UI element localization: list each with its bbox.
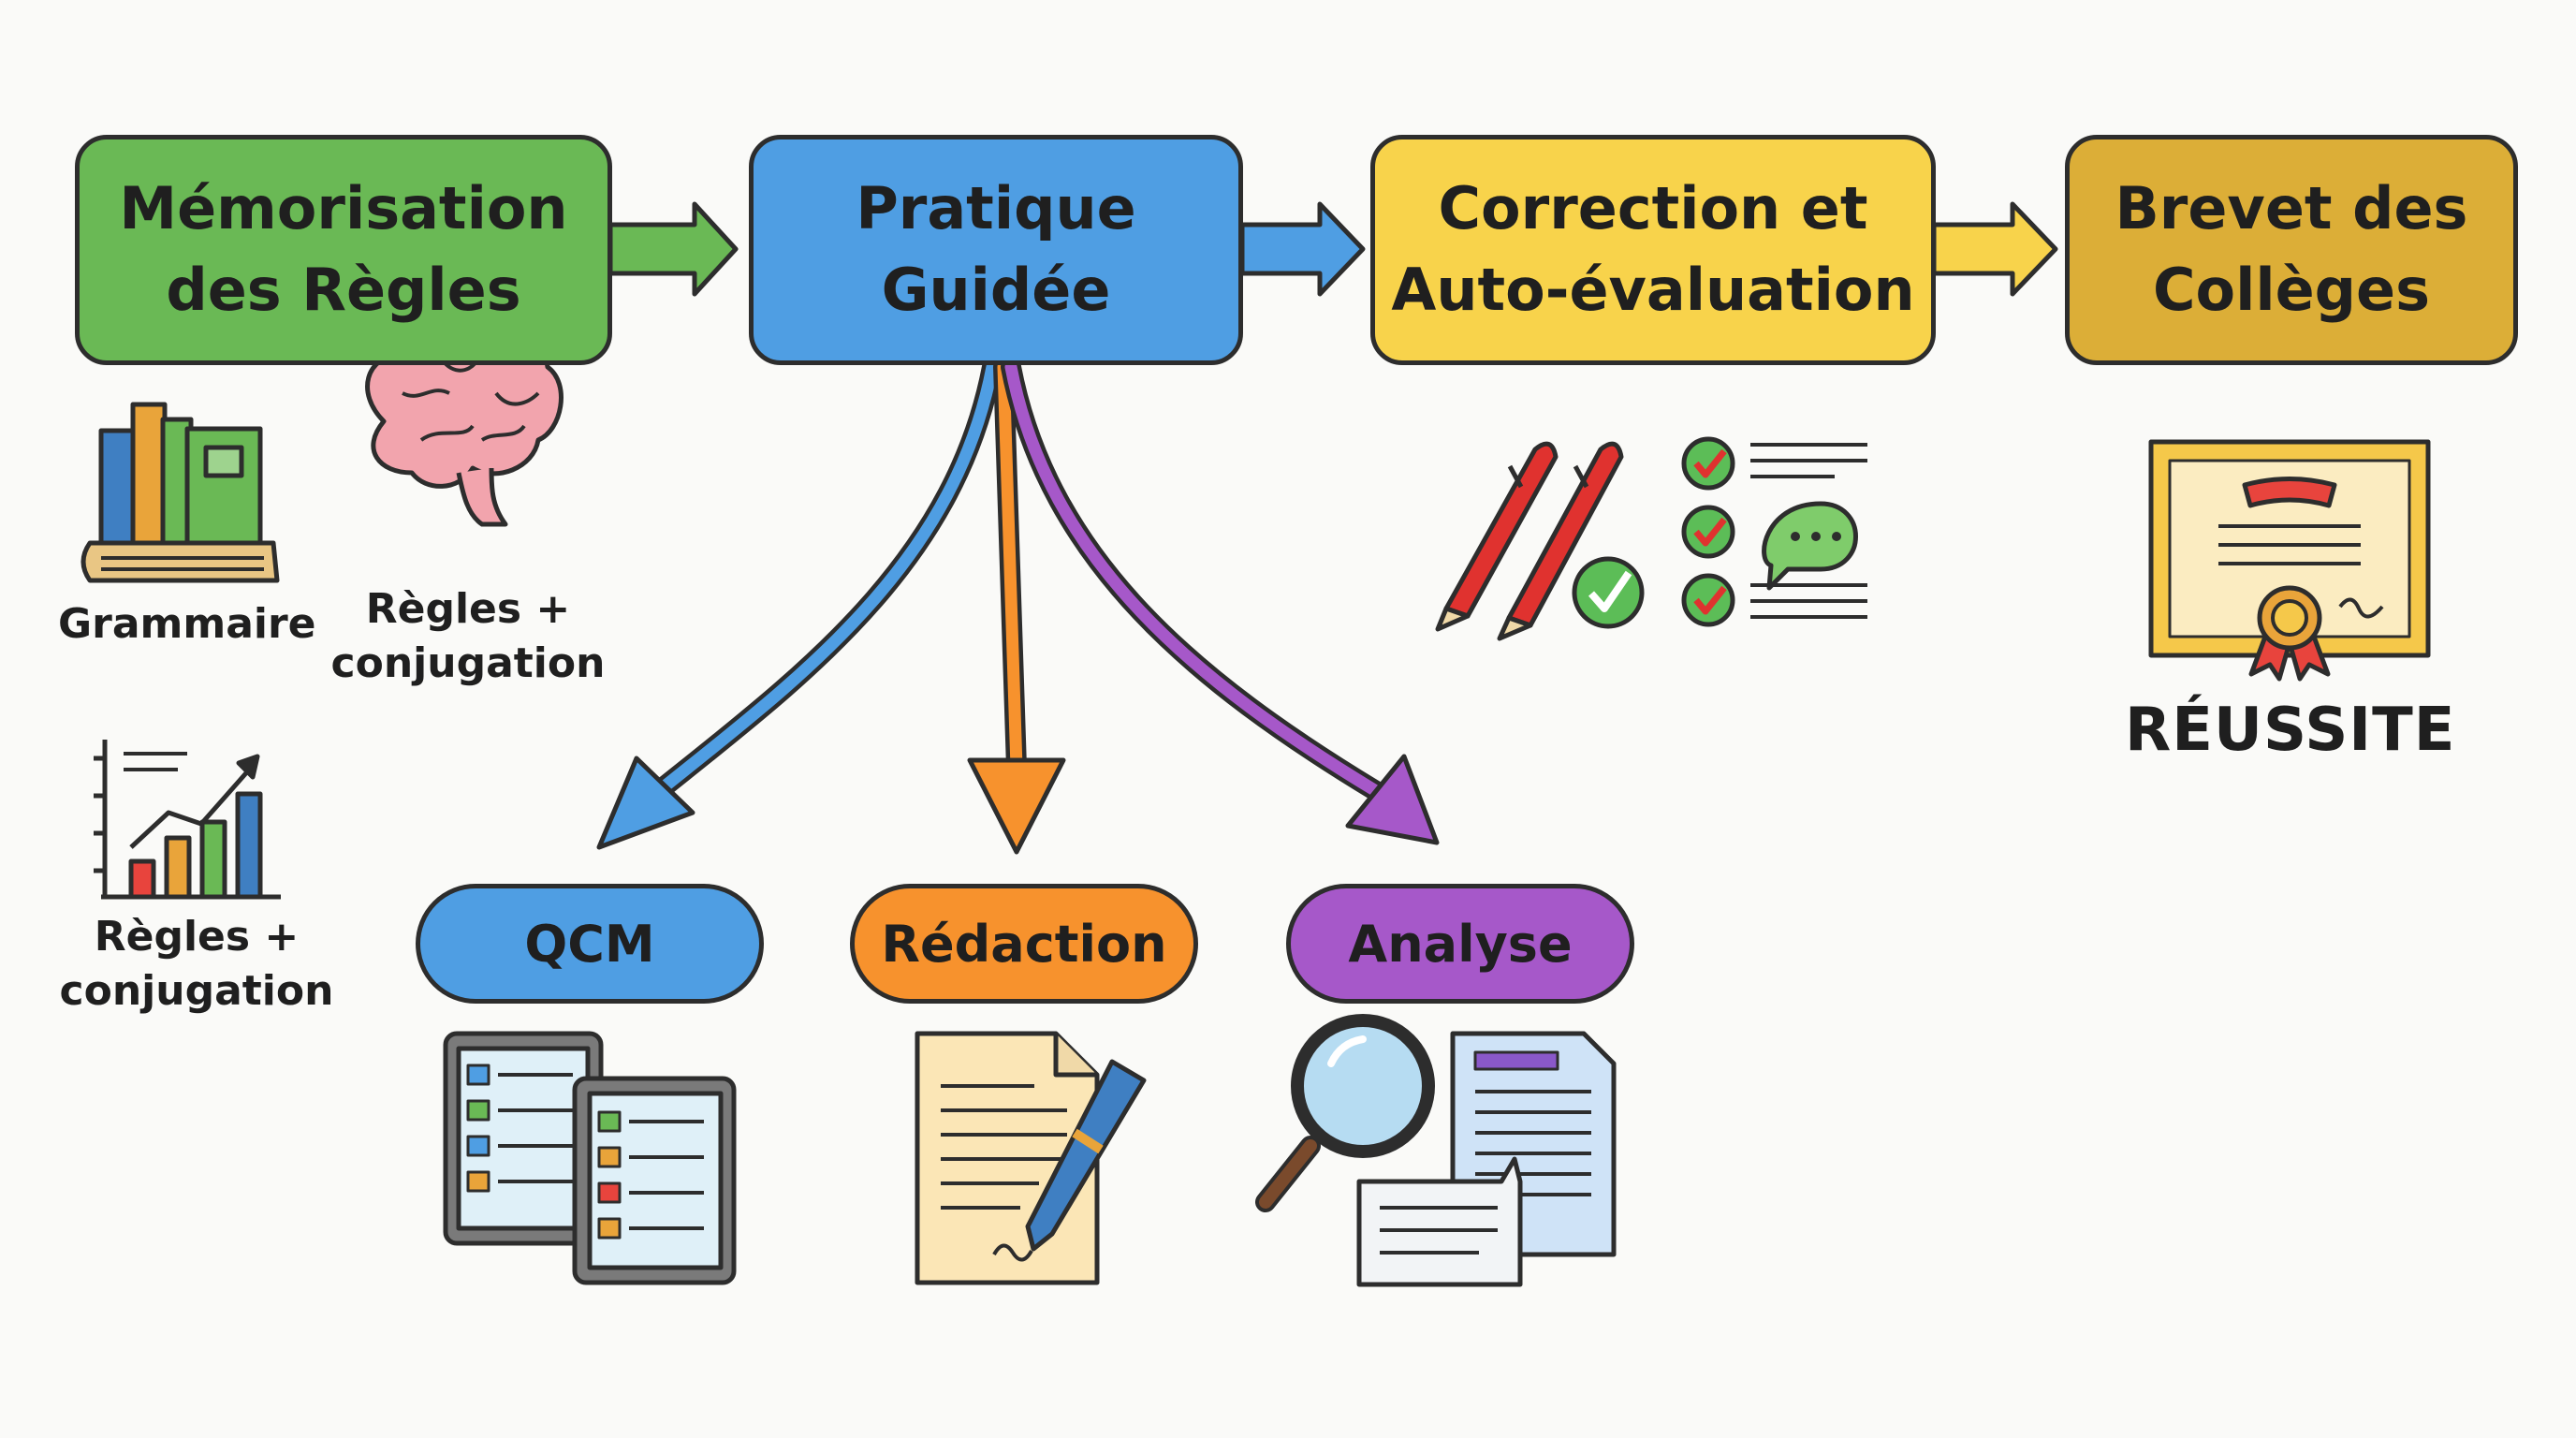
caption-grammaire: Grammaire	[58, 600, 316, 648]
arrow-to-redaction	[967, 357, 1066, 855]
activity-qcm: QCM	[416, 884, 764, 1004]
stage-brevet-line2: Collèges	[2153, 256, 2430, 324]
stage-brevet: Brevet des Collèges	[2065, 135, 2518, 365]
checklist-icon	[1572, 436, 1867, 629]
diploma-certificate-icon	[2148, 439, 2431, 682]
caption-regles-bottom-line2: conjugation	[59, 967, 334, 1016]
arrow-to-qcm	[596, 357, 1003, 850]
activity-redaction: Rédaction	[850, 884, 1198, 1004]
caption-regles-conjugation-top: Règles + conjugation	[328, 582, 608, 691]
stage-pratique-guidee: Pratique Guidée	[749, 135, 1243, 365]
caption-regles-conjugation-bottom: Règles + conjugation	[58, 910, 335, 1019]
magnifier-document-icon	[1255, 1014, 1617, 1287]
stage-correction-line2: Auto-évaluation	[1391, 256, 1915, 324]
arrow-to-analyse	[1001, 357, 1440, 845]
caption-regles-top-line1: Règles +	[365, 585, 571, 633]
document-pen-icon	[915, 1031, 1147, 1285]
stage-brevet-line1: Brevet des	[2115, 174, 2468, 243]
bar-chart-icon	[94, 740, 281, 900]
stage-memorisation: Mémorisation des Règles	[75, 135, 612, 365]
caption-regles-top-line2: conjugation	[330, 639, 606, 688]
activity-analyse: Analyse	[1286, 884, 1634, 1004]
books-icon	[80, 402, 280, 583]
stage-pratique-line2: Guidée	[881, 256, 1111, 324]
speech-bubble-icon	[1762, 501, 1858, 591]
stage-correction: Correction et Auto-évaluation	[1370, 135, 1936, 365]
caption-regles-bottom-line1: Règles +	[94, 913, 300, 961]
stage-memorisation-line1: Mémorisation	[119, 174, 568, 243]
red-pens-icon	[1435, 441, 1624, 641]
arrow-stage2-to-stage3	[1239, 201, 1366, 297]
arrow-stage1-to-stage2	[607, 201, 739, 297]
arrow-stage3-to-stage4	[1931, 201, 2058, 297]
caption-reussite: RÉUSSITE	[2125, 696, 2456, 765]
tablet-quiz-icon	[443, 1031, 737, 1285]
stage-pratique-line1: Pratique	[856, 174, 1136, 243]
stage-correction-line1: Correction et	[1438, 174, 1868, 243]
stage-memorisation-line2: des Règles	[166, 256, 521, 324]
